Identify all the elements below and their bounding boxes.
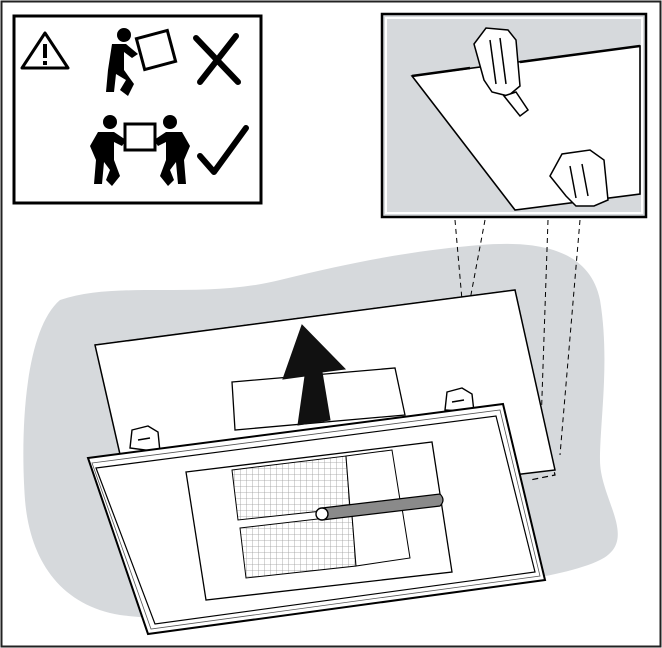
detail-inset xyxy=(380,12,648,219)
hood-body xyxy=(86,402,547,636)
check-mark-icon xyxy=(197,125,249,175)
warning-triangle-icon xyxy=(20,31,70,70)
mounting-clip-icon xyxy=(129,425,161,453)
detail-projection-lines xyxy=(454,219,581,456)
warning-panel xyxy=(12,14,263,205)
mounting-clip-icon xyxy=(473,27,530,118)
mounting-clip-icon xyxy=(549,149,609,207)
single-person-lifting-icon xyxy=(106,28,178,96)
lift-up-arrow-icon xyxy=(282,324,347,426)
cross-mark-icon xyxy=(193,33,241,85)
two-person-lifting-icon xyxy=(90,115,190,186)
